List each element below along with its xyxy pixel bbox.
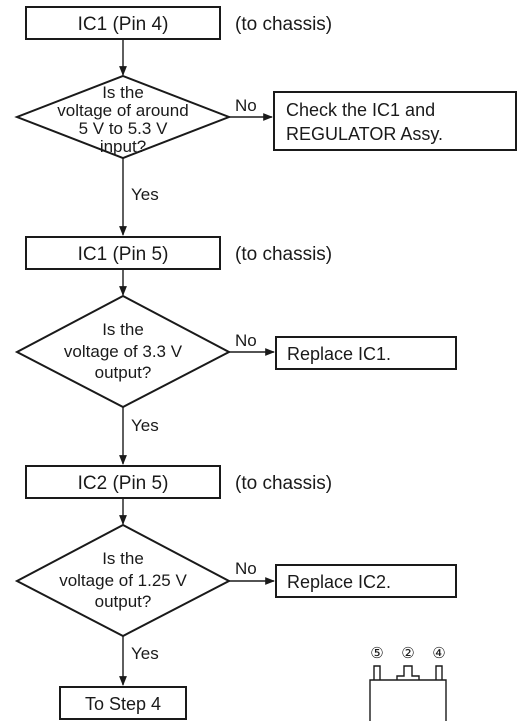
decision-1-line-1: Is the: [102, 83, 144, 102]
step-box-ic1-pin5: IC1 (Pin 5): [25, 236, 221, 270]
pin-label-5: ⑤: [370, 645, 383, 662]
pin-label-4: ④: [432, 645, 445, 662]
result-1-line-2: REGULATOR Assy.: [286, 124, 443, 144]
result-box-3: Replace IC2.: [275, 564, 457, 598]
decision-3-line-3: output?: [95, 592, 152, 611]
decision-2-line-1: Is the: [102, 320, 144, 339]
pin-2-tab: [396, 665, 420, 680]
step-box-ic1-pin4: IC1 (Pin 4): [25, 6, 221, 40]
step-box-ic1-pin5-label: IC1 (Pin 5): [78, 244, 169, 265]
no-label-2: No: [235, 331, 257, 350]
chassis-note-1: (to chassis): [235, 14, 332, 35]
decision-3-line-1: Is the: [102, 549, 144, 568]
pin-5-lead: [373, 665, 381, 680]
pin-4-lead: [435, 665, 443, 680]
final-box: To Step 4: [59, 686, 187, 720]
result-box-1: Check the IC1 and REGULATOR Assy.: [273, 91, 517, 151]
chassis-note-3: (to chassis): [235, 473, 332, 494]
decision-diamond-1: Is the voltage of around 5 V to 5.3 V in…: [14, 74, 232, 160]
yes-label-3: Yes: [131, 644, 159, 663]
decision-1-line-2: voltage of around: [57, 101, 188, 120]
yes-label-1: Yes: [131, 185, 159, 204]
step-box-ic2-pin5: IC2 (Pin 5): [25, 465, 221, 499]
decision-2-line-2: voltage of 3.3 V: [64, 342, 183, 361]
step-box-ic2-pin5-label: IC2 (Pin 5): [78, 473, 169, 494]
decision-diamond-2: Is the voltage of 3.3 V output?: [14, 294, 232, 409]
yes-label-2: Yes: [131, 416, 159, 435]
result-box-2: Replace IC1.: [275, 336, 457, 370]
decision-diamond-3: Is the voltage of 1.25 V output?: [14, 523, 232, 638]
final-box-label: To Step 4: [85, 694, 161, 714]
no-label-1: No: [235, 96, 257, 115]
result-1-line-1: Check the IC1 and: [286, 100, 435, 120]
no-label-3: No: [235, 559, 257, 578]
step-box-ic1-pin4-label: IC1 (Pin 4): [78, 14, 169, 35]
decision-1-line-4: input?: [100, 137, 146, 156]
pin-label-2: ②: [401, 645, 414, 662]
regulator-pinout: ⑤ ② ④: [369, 645, 447, 721]
chassis-note-2: (to chassis): [235, 244, 332, 265]
regulator-body: [369, 679, 447, 721]
decision-2-line-3: output?: [95, 363, 152, 382]
result-3-label: Replace IC2.: [287, 572, 391, 592]
decision-3-line-2: voltage of 1.25 V: [59, 571, 187, 590]
decision-1-line-3: 5 V to 5.3 V: [79, 119, 168, 138]
result-2-label: Replace IC1.: [287, 344, 391, 364]
